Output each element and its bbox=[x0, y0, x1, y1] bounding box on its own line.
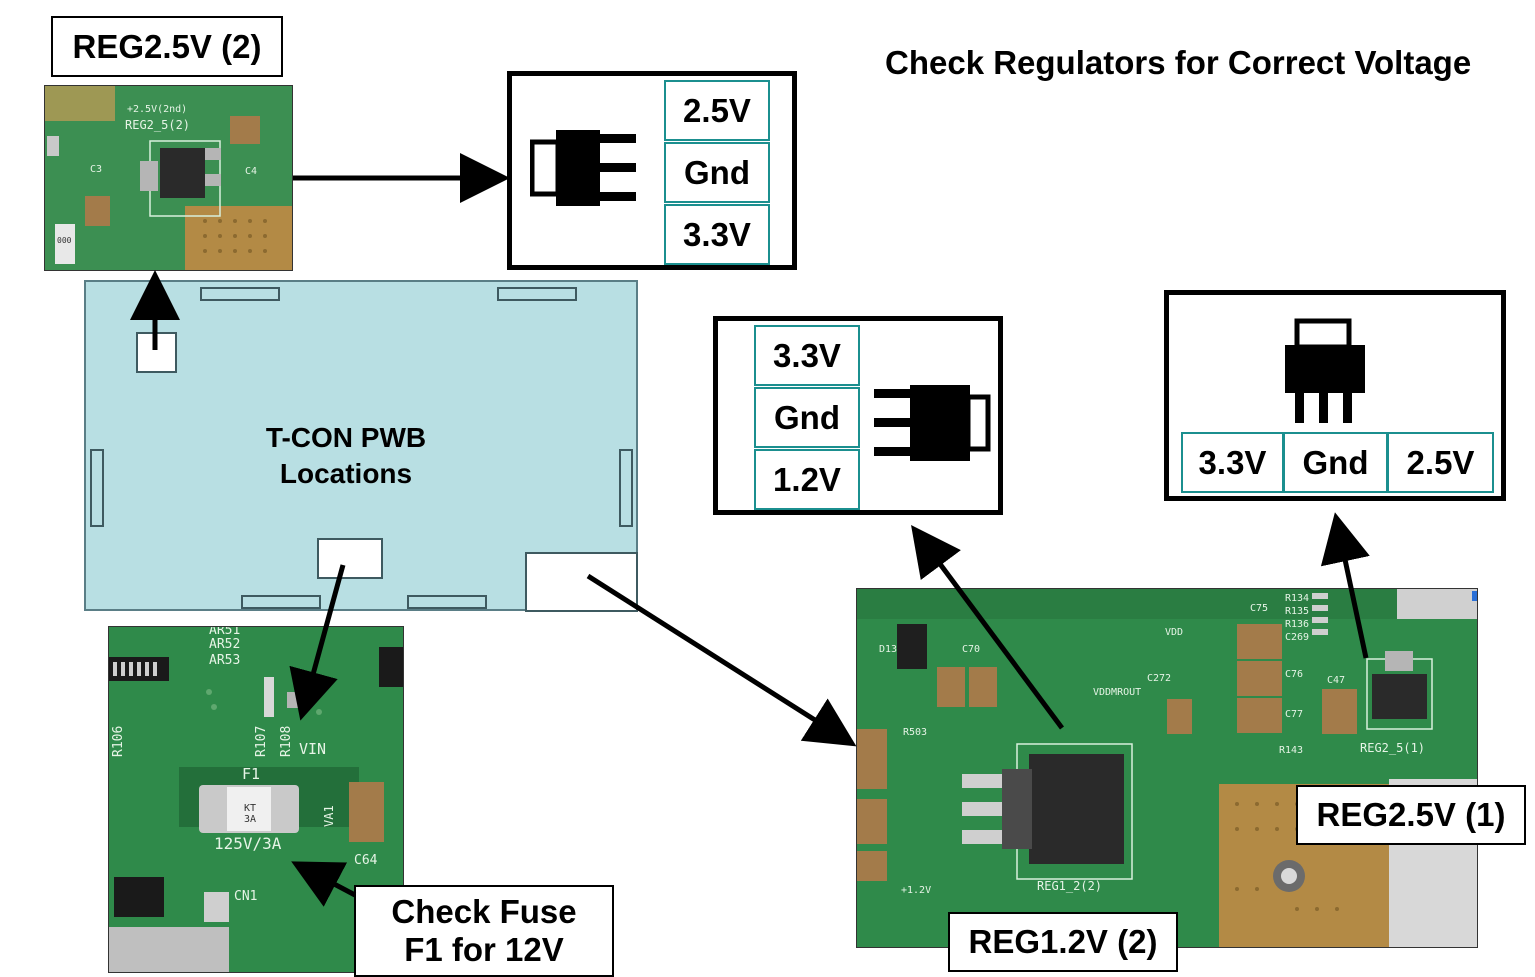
silk-reg2-5-2: REG2_5(2) bbox=[125, 118, 191, 132]
silk-c269: C269 bbox=[1285, 632, 1310, 643]
silk-r136: R136 bbox=[1285, 619, 1310, 630]
regulator-icon-horizontal-mirrored bbox=[874, 385, 991, 461]
silk-reg2-5-1: REG2_5(1) bbox=[1360, 741, 1426, 755]
reg25-1-pin-2: Gnd bbox=[1283, 432, 1388, 493]
reg12-2-pin-panel: 3.3V Gnd 1.2V bbox=[713, 316, 1003, 515]
silk-r143: R143 bbox=[1279, 745, 1304, 756]
silk-c272: C272 bbox=[1147, 673, 1172, 684]
silk-r108: R108 bbox=[279, 725, 294, 757]
board-location-fuse bbox=[317, 538, 383, 579]
silk-c64: C64 bbox=[354, 853, 378, 868]
silk-va1: VA1 bbox=[322, 805, 336, 827]
reg25-1-pin-panel: 3.3V Gnd 2.5V bbox=[1164, 290, 1506, 501]
silk-f1: F1 bbox=[242, 765, 261, 783]
check-fuse-label: Check Fuse F1 for 12V bbox=[354, 885, 614, 977]
silk-vdd: VDD bbox=[1165, 627, 1184, 638]
silk-ar52: AR52 bbox=[209, 637, 241, 652]
board-slot-bottom-left bbox=[241, 595, 321, 609]
silk-vin: VIN bbox=[299, 740, 327, 758]
silk-c75: C75 bbox=[1250, 603, 1269, 614]
reg25-1-label-text: REG2.5V (1) bbox=[1316, 796, 1506, 833]
silk-reg1-2-2: REG1_2(2) bbox=[1037, 879, 1103, 893]
reg25-2-pin-1: 2.5V bbox=[664, 80, 770, 141]
silk-plus12v: +1.2V bbox=[901, 885, 932, 896]
reg25-1-label: REG2.5V (1) bbox=[1296, 785, 1526, 845]
silk-fuse-marking: KT 3A bbox=[243, 803, 257, 825]
board-location-reg25-2 bbox=[136, 332, 177, 373]
reg25-2-label: REG2.5V (2) bbox=[51, 16, 283, 77]
board-slot-top-right bbox=[497, 287, 577, 301]
silk-000: 000 bbox=[57, 236, 72, 245]
board-slot-top-left bbox=[200, 287, 280, 301]
reg25-2-label-text: REG2.5V (2) bbox=[72, 27, 262, 65]
silk-125v-3a: 125V/3A bbox=[214, 834, 282, 853]
reg25-2-pin-3: 3.3V bbox=[664, 204, 770, 265]
regulator-icon-vertical bbox=[1285, 318, 1365, 423]
reg25-2-pin-panel: 2.5V Gnd 3.3V bbox=[507, 71, 797, 270]
silk-c47: C47 bbox=[1327, 675, 1346, 686]
reg12-2-label-text: REG1.2V (2) bbox=[968, 923, 1158, 960]
check-fuse-line1: Check Fuse bbox=[391, 893, 577, 930]
reg25-1-pin-3: 2.5V bbox=[1387, 432, 1494, 493]
silk-r106: R106 bbox=[111, 725, 126, 757]
silk-r107: R107 bbox=[254, 725, 269, 757]
board-title-line1: T-CON PWB bbox=[265, 422, 427, 453]
silk-c4: C4 bbox=[245, 166, 258, 177]
reg25-2-pin-2: Gnd bbox=[664, 142, 770, 203]
page-title: Check Regulators for Correct Voltage bbox=[885, 44, 1472, 81]
silk-c70: C70 bbox=[962, 644, 981, 655]
silk-cn1: CN1 bbox=[234, 889, 258, 904]
board-slot-bottom-mid bbox=[407, 595, 487, 609]
check-fuse-line2: F1 for 12V bbox=[404, 931, 564, 968]
reg25-1-pin-1: 3.3V bbox=[1181, 432, 1284, 493]
reg25-2-photo: +2.5V(2nd) REG2_5(2) C3 C4 000 bbox=[44, 85, 293, 271]
tcon-board-diagram: T-CON PWB Locations bbox=[84, 280, 638, 612]
silk-c3: C3 bbox=[90, 164, 103, 175]
silk-vddmrout: VDDMROUT bbox=[1093, 687, 1142, 698]
reg12-2-label: REG1.2V (2) bbox=[948, 912, 1178, 972]
silk-d13: D13 bbox=[879, 644, 898, 655]
reg12-2-pin-1: 3.3V bbox=[754, 325, 860, 386]
reg12-2-pin-3: 1.2V bbox=[754, 449, 860, 510]
silk-c76: C76 bbox=[1285, 669, 1304, 680]
board-title-line2: Locations bbox=[279, 458, 413, 489]
silk-ar51: AR51 bbox=[209, 626, 241, 638]
silk-plus25-2nd: +2.5V(2nd) bbox=[127, 104, 188, 115]
silk-c77: C77 bbox=[1285, 709, 1304, 720]
main-board-photo: C75 R134 R135 R136 C269 C47 C272 C77 C76… bbox=[856, 588, 1478, 948]
silk-ar53: AR53 bbox=[209, 653, 241, 668]
reg12-2-pin-2: Gnd bbox=[754, 387, 860, 448]
silk-r134: R134 bbox=[1285, 593, 1310, 604]
silk-r135: R135 bbox=[1285, 606, 1310, 617]
board-slot-left bbox=[90, 449, 104, 527]
board-slot-right bbox=[619, 449, 633, 527]
silk-r503: R503 bbox=[903, 727, 928, 738]
board-location-reg-area bbox=[525, 552, 638, 612]
regulator-icon-horizontal bbox=[530, 130, 636, 206]
